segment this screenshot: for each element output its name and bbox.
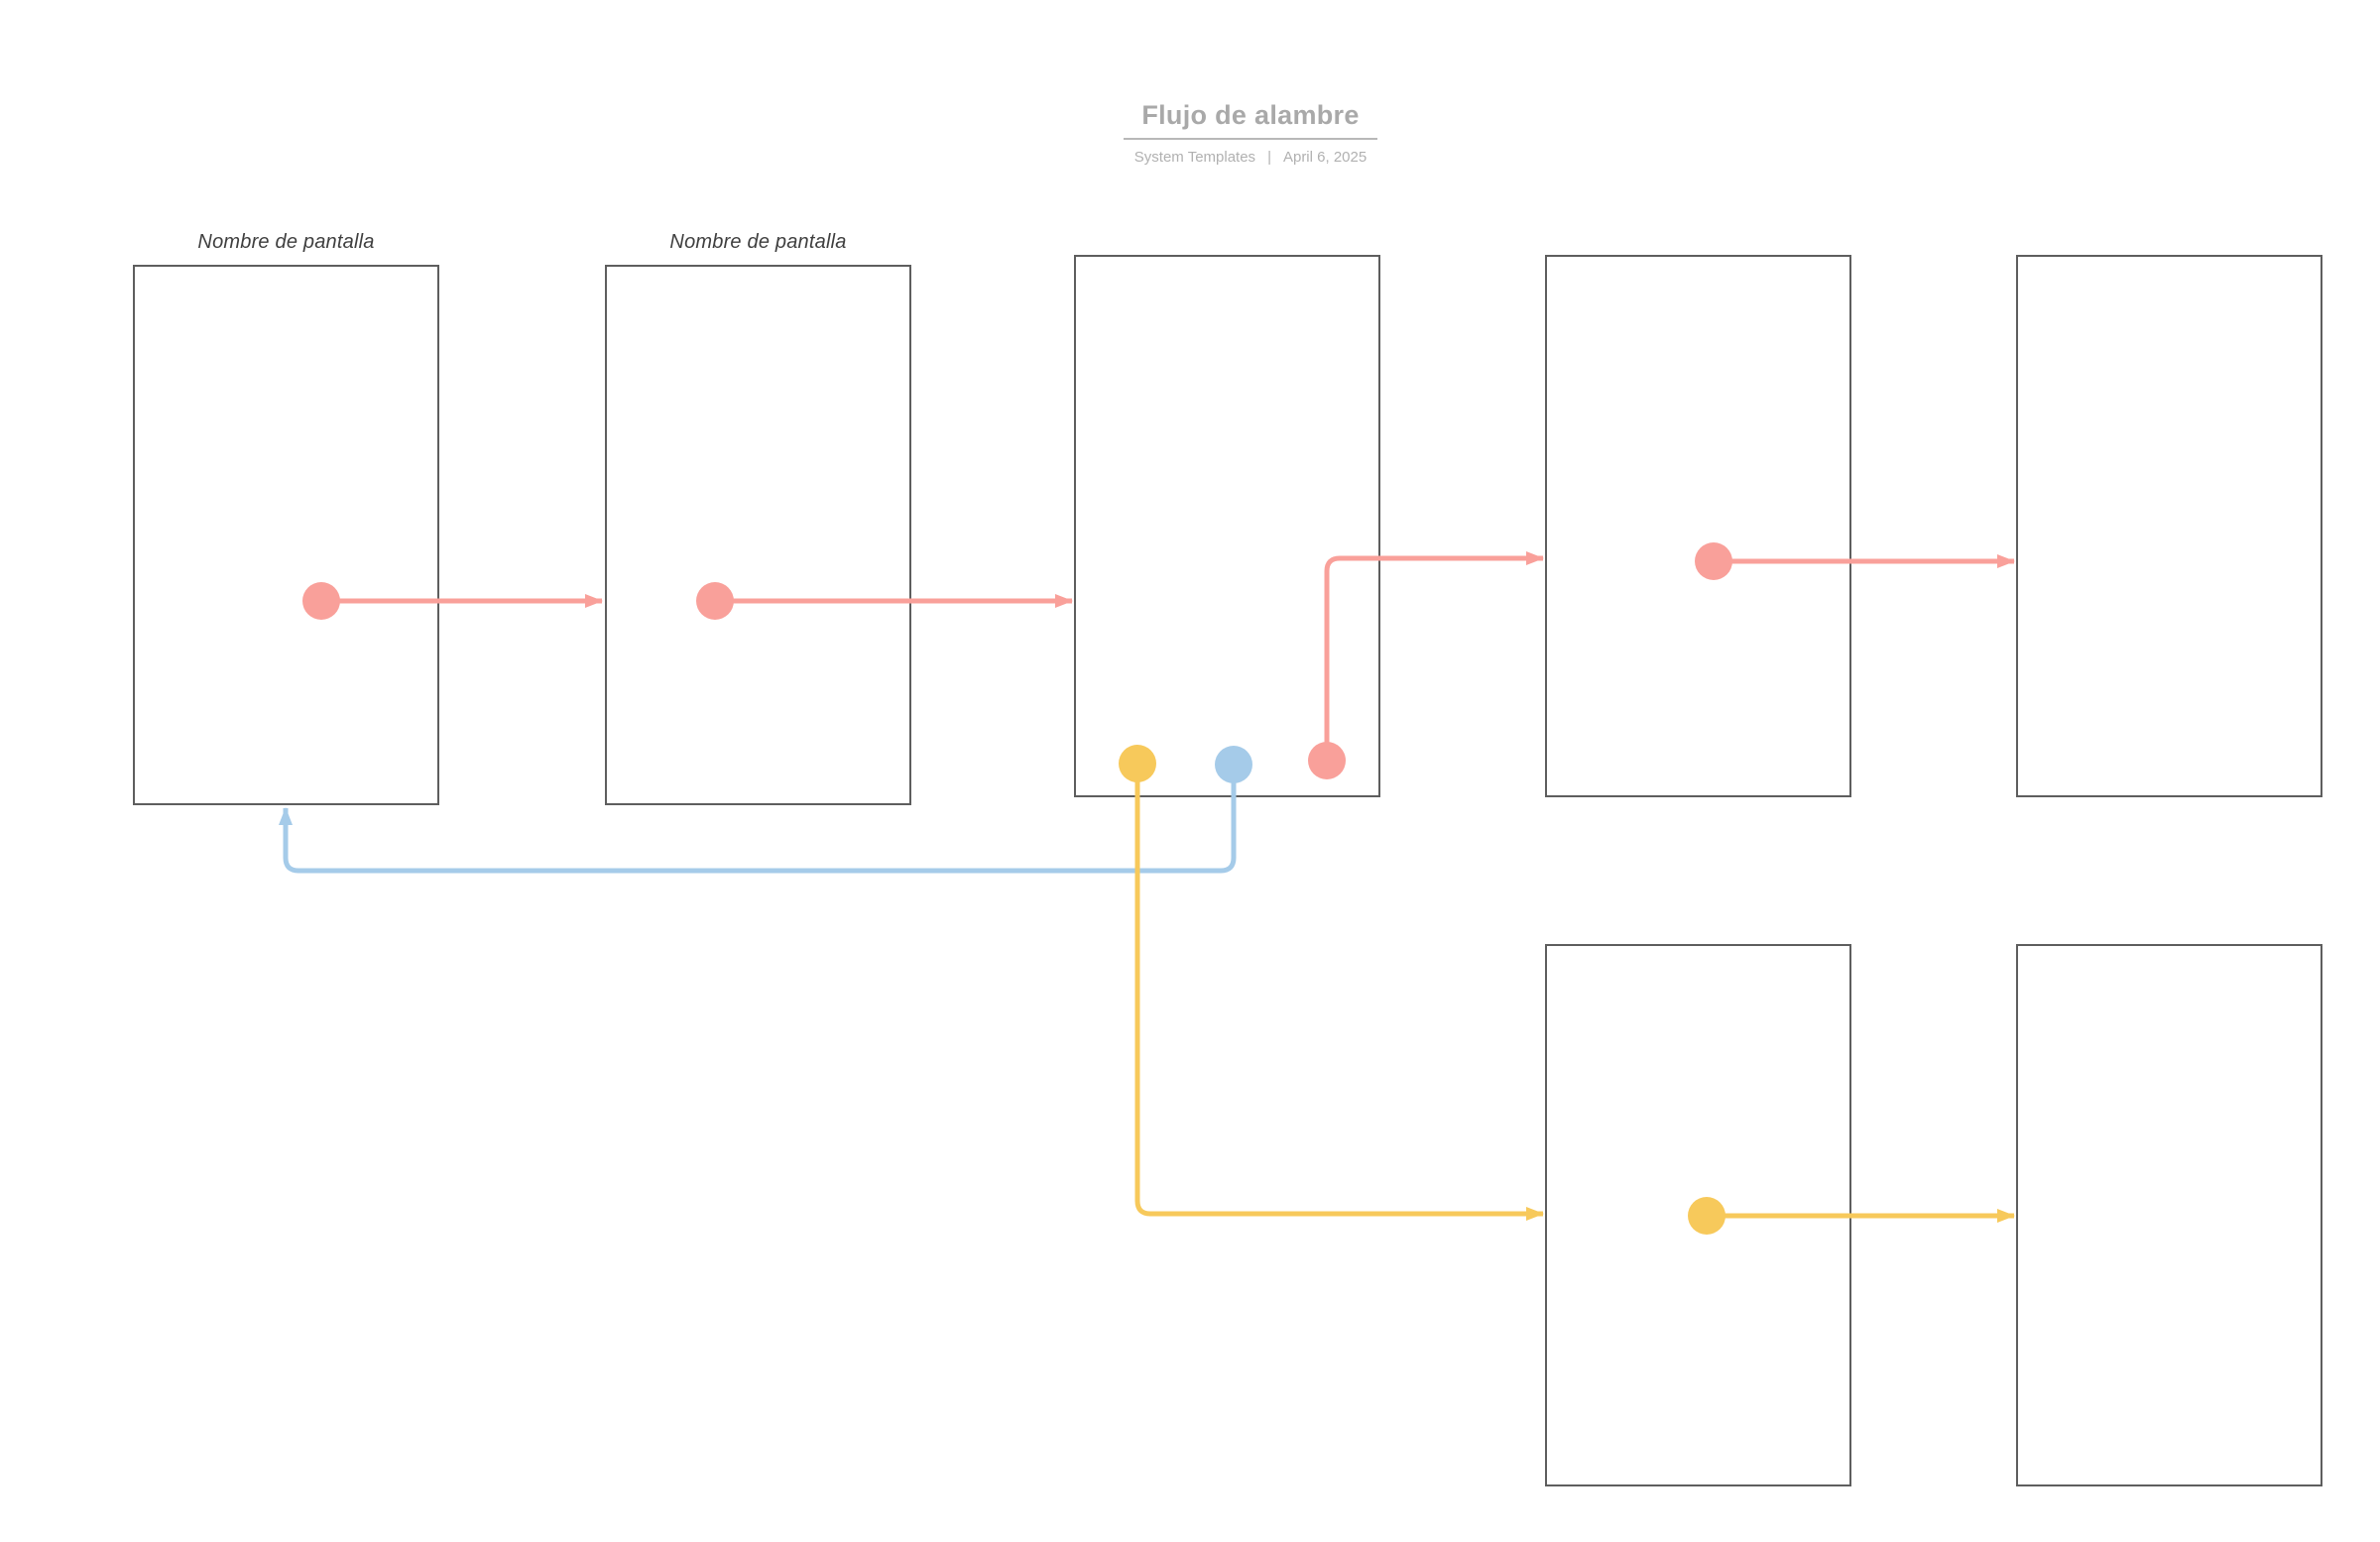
flow-screen3-screen4-dot[interactable] (1308, 742, 1346, 779)
screen-2-label: Nombre de pantalla (669, 231, 846, 253)
flow-screen4-screen5-dot[interactable] (1695, 542, 1732, 580)
diagram-subtitle: System Templates | April 6, 2025 (1124, 149, 1377, 166)
flow-screen6-screen7-dot[interactable] (1688, 1197, 1726, 1235)
screen-4-frame[interactable] (1545, 255, 1851, 797)
flow-screen1-screen2-dot[interactable] (302, 582, 340, 620)
flow-screen3-screen1-connector[interactable] (279, 765, 1237, 874)
screen-2-frame[interactable] (605, 265, 911, 805)
flow-screen3-screen6-dot[interactable] (1119, 745, 1156, 782)
subtitle-date: April 6, 2025 (1282, 149, 1368, 166)
flow-screen2-screen3-dot[interactable] (696, 582, 734, 620)
screen-3-frame[interactable] (1074, 255, 1380, 797)
screen-7-frame[interactable] (2016, 944, 2322, 1486)
diagram-title: Flujo de alambre (1124, 100, 1377, 140)
screen-1-label: Nombre de pantalla (197, 231, 374, 253)
diagram-header: Flujo de alambre System Templates | Apri… (1124, 100, 1377, 166)
subtitle-separator: | (1267, 149, 1271, 166)
subtitle-template-name: System Templates (1133, 149, 1256, 166)
flow-screen3-screen6-connector[interactable] (1134, 764, 1544, 1221)
screen-5-frame[interactable] (2016, 255, 2322, 797)
flow-screen3-screen4-connector[interactable] (1324, 551, 1544, 761)
screen-1-frame[interactable] (133, 265, 439, 805)
flow-screen3-screen1-dot[interactable] (1215, 746, 1252, 783)
